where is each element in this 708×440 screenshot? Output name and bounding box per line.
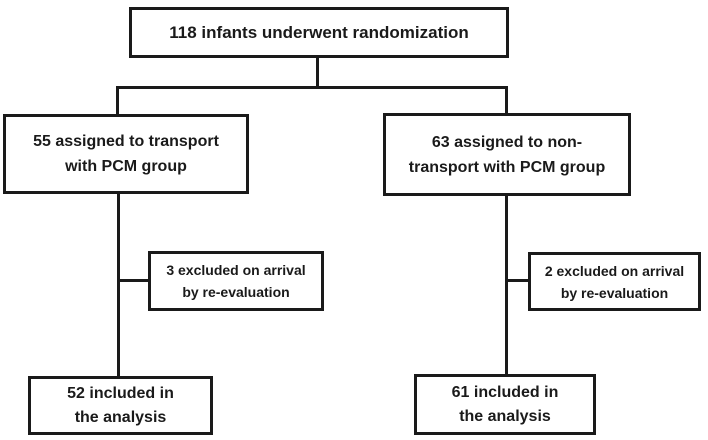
non-transport-analysis-text-line1: 61 included in: [451, 383, 559, 401]
transport-excluded-text-line2: by re-evaluation: [182, 284, 290, 300]
randomization-text: 118 infants underwent randomization: [169, 23, 469, 42]
transport-excluded-text-line1: 3 excluded on arrival: [166, 262, 306, 278]
connector-right-drop: [505, 86, 508, 115]
non-transport-excluded-text-line2: by re-evaluation: [560, 284, 669, 301]
non-transport-group-box: 63 assigned to non- transport with PCM g…: [383, 113, 631, 196]
transport-analysis-text-line2: the analysis: [74, 408, 167, 426]
non-transport-group-text-line2: transport with PCM group: [408, 158, 606, 176]
transport-analysis-box: 52 included in the analysis: [28, 376, 213, 435]
randomization-box: 118 infants underwent randomization: [129, 7, 509, 58]
non-transport-analysis-text-line2: the analysis: [459, 407, 551, 425]
transport-group-text-line2: with PCM group: [65, 158, 187, 175]
transport-group-text-line1: 55 assigned to transport: [33, 133, 219, 150]
transport-excluded-box: 3 excluded on arrival by re-evaluation: [148, 251, 324, 311]
connector-left-excluded-stub: [118, 279, 150, 282]
non-transport-excluded-text-line1: 2 excluded on arrival: [544, 262, 685, 279]
connector-right-excluded-stub: [507, 279, 530, 282]
connector-branch-horizontal: [116, 86, 508, 89]
non-transport-analysis-box: 61 included in the analysis: [414, 374, 596, 435]
transport-group-box: 55 assigned to transport with PCM group: [3, 114, 249, 194]
connector-right-vertical: [505, 194, 508, 376]
connector-left-vertical: [117, 192, 120, 378]
transport-analysis-text-line1: 52 included in: [67, 384, 174, 402]
non-transport-group-text-line1: 63 assigned to non-: [431, 133, 583, 151]
connector-top-stem: [316, 57, 319, 88]
connector-left-drop: [116, 86, 119, 116]
non-transport-excluded-box: 2 excluded on arrival by re-evaluation: [528, 252, 701, 311]
